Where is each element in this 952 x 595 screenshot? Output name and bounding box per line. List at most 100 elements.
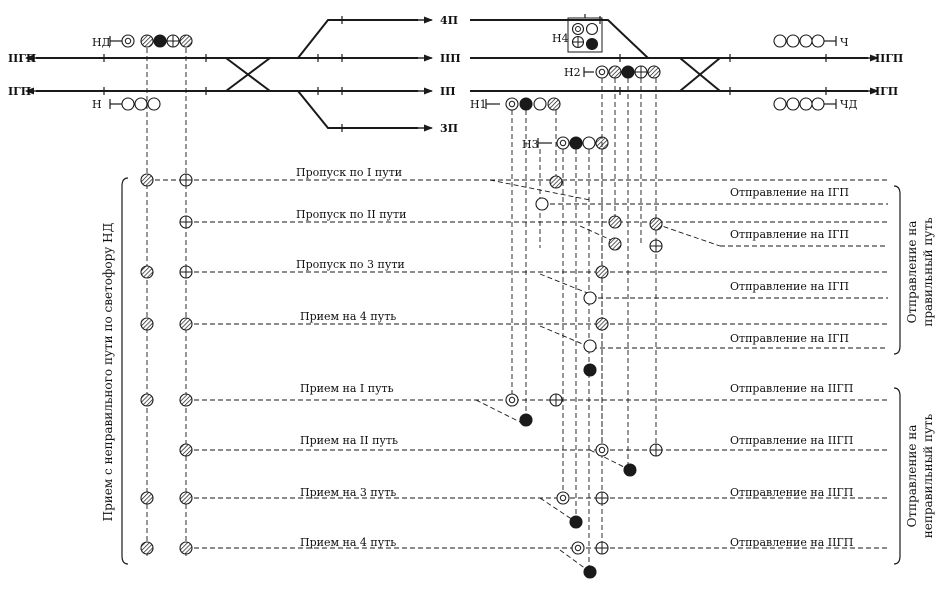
hatched-lamp-icon <box>547 97 561 111</box>
ring-lamp-icon <box>571 22 585 36</box>
lamp-inner-ring <box>598 68 606 76</box>
route-label-6: Прием на II путь <box>300 434 398 447</box>
lamp-body <box>583 339 597 353</box>
dashed-line <box>655 223 721 247</box>
lamp-body <box>140 393 154 407</box>
lamp-body <box>153 34 167 48</box>
label-left-igp: IГП <box>8 85 31 98</box>
lamp-body <box>519 413 533 427</box>
lamp-body <box>647 65 661 79</box>
route-label-4: Прием на 4 путь <box>300 310 396 323</box>
lamp-body <box>623 463 637 477</box>
route-label-5: Прием на I путь <box>300 382 394 395</box>
filled-lamp-icon <box>621 65 635 79</box>
label-right-iigp: IIГП <box>875 52 903 65</box>
lamp-body <box>621 65 635 79</box>
lamp-body <box>595 265 609 279</box>
filled-lamp-icon <box>569 515 583 529</box>
lamp-body <box>549 175 563 189</box>
hatched-lamp-icon <box>179 491 193 505</box>
ring-lamp-icon <box>505 97 519 111</box>
open-lamp-icon <box>535 197 549 211</box>
hatched-lamp-icon <box>179 34 193 48</box>
ring-lamp-icon <box>505 393 519 407</box>
cross-lamp-icon <box>571 35 585 49</box>
lamp-body <box>608 237 622 251</box>
track-4p <box>297 19 418 59</box>
lamp-body <box>556 491 570 505</box>
track-arrows <box>25 16 879 132</box>
filled-lamp-icon <box>585 37 599 51</box>
label-right-igp: IГП <box>875 85 898 98</box>
hatched-lamp-icon <box>179 317 193 331</box>
lamp-body <box>571 22 585 36</box>
route-label-7: Прием на 3 путь <box>300 486 396 499</box>
lamp-body <box>585 37 599 51</box>
side-label-right-top-1: Отправление на <box>905 221 919 324</box>
cross-lamp-icon <box>166 34 180 48</box>
brackets <box>121 177 901 565</box>
lamp-body <box>595 443 609 457</box>
open-lamp-icon <box>799 34 813 48</box>
open-lamp-icon <box>786 34 800 48</box>
open-lamp-icon <box>799 97 813 111</box>
lamp-body <box>786 34 800 48</box>
side-label-left: Прием с неправильного пути по светофору … <box>101 222 115 521</box>
lamp-body <box>519 97 533 111</box>
signal-label-n4: Н4 <box>552 32 569 45</box>
lamp-body <box>547 97 561 111</box>
lamp-body <box>535 197 549 211</box>
lamp-body <box>595 65 609 79</box>
cross-lamp-icon <box>649 239 663 253</box>
route-label-1: Пропуск по I пути <box>296 166 402 179</box>
lamp-body <box>595 317 609 331</box>
signal-label-n2: Н2 <box>564 66 581 79</box>
open-lamp-icon <box>533 97 547 111</box>
lamp-body <box>121 34 135 48</box>
right-top-bracket <box>893 185 901 355</box>
ring-lamp-icon <box>595 443 609 457</box>
hatched-lamp-icon <box>608 65 622 79</box>
signal-label-nd: НД <box>92 36 111 49</box>
lamp-body <box>140 491 154 505</box>
lamp-inner-ring <box>508 100 516 108</box>
lamp-body <box>799 34 813 48</box>
open-lamp-icon <box>147 97 161 111</box>
open-lamp-icon <box>121 97 135 111</box>
filled-lamp-icon <box>623 463 637 477</box>
lamp-inner-ring <box>508 396 516 404</box>
filled-lamp-icon <box>583 363 597 377</box>
hatched-lamp-icon <box>608 215 622 229</box>
lamp-body <box>140 265 154 279</box>
dest-label-5: Отправление на IIГП <box>730 382 853 395</box>
lamp-body <box>773 34 787 48</box>
filled-lamp-icon <box>519 413 533 427</box>
lamp-body <box>556 136 570 150</box>
lamp-body <box>179 491 193 505</box>
ring-lamp-icon <box>571 541 585 555</box>
dest-label-8: Отправление на IIГП <box>730 536 853 549</box>
lamp-body <box>140 541 154 555</box>
dashed-line <box>489 179 591 201</box>
ring-lamp-icon <box>556 136 570 150</box>
open-lamp-icon <box>585 22 599 36</box>
track-3p <box>297 90 418 129</box>
crossover-left-b <box>225 57 271 92</box>
left-bracket <box>121 177 129 565</box>
cross-lamp-icon <box>649 443 663 457</box>
lamp-body <box>505 393 519 407</box>
lamp-body <box>585 22 599 36</box>
hatched-lamp-icon <box>140 317 154 331</box>
hatched-lamp-icon <box>140 173 154 187</box>
lamp-body <box>608 65 622 79</box>
hatched-lamp-icon <box>647 65 661 79</box>
lamp-body <box>811 97 825 111</box>
hatched-lamp-icon <box>140 393 154 407</box>
lamp-body <box>582 136 596 150</box>
dest-label-6: Отправление на IIГП <box>730 434 853 447</box>
open-lamp-icon <box>583 291 597 305</box>
lamp-body <box>140 317 154 331</box>
lamp-inner-ring <box>559 494 567 502</box>
filled-lamp-icon <box>583 565 597 579</box>
